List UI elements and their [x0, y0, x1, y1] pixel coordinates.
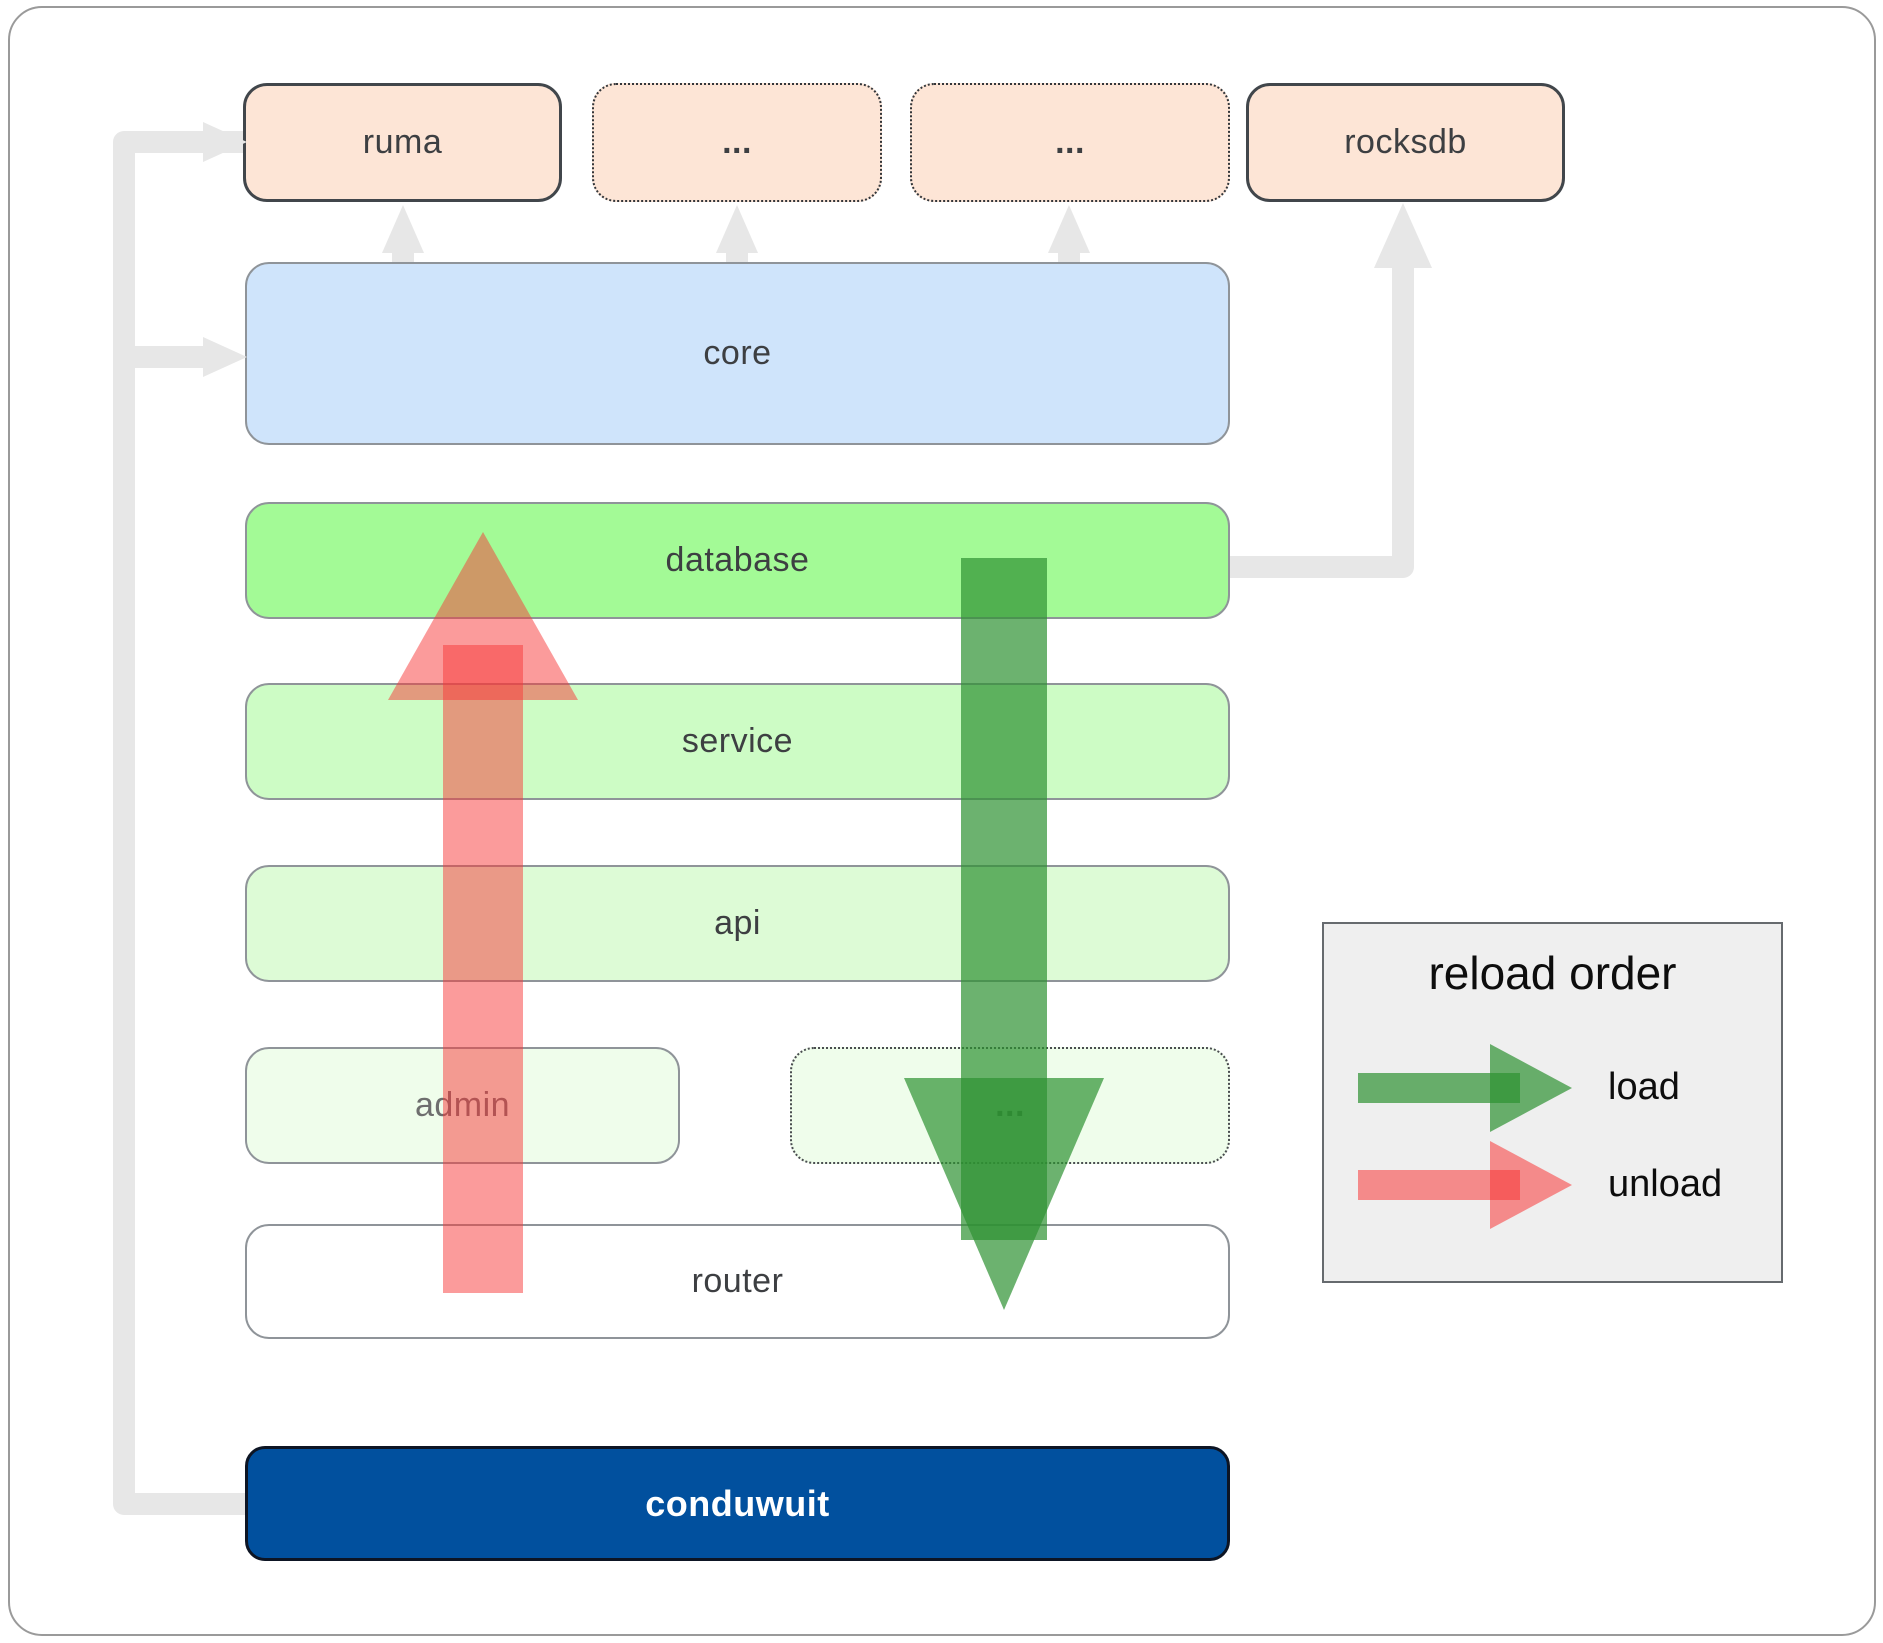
- node-admin: admin: [245, 1047, 680, 1164]
- node-api-label: api: [714, 904, 761, 942]
- legend-load-label: load: [1608, 1066, 1680, 1108]
- node-conduwuit-label: conduwuit: [645, 1482, 830, 1524]
- node-conduwuit: conduwuit: [245, 1446, 1230, 1561]
- node-rocksdb-label: rocksdb: [1344, 123, 1467, 161]
- node-ellipsis-2: ...: [910, 83, 1230, 202]
- node-ellipsis-1: ...: [592, 83, 882, 202]
- node-core-label: core: [703, 334, 772, 372]
- diagram-frame: [8, 6, 1876, 1636]
- node-core: core: [245, 262, 1230, 445]
- node-database-label: database: [665, 541, 810, 579]
- node-api: api: [245, 865, 1230, 982]
- node-ruma: ruma: [243, 83, 562, 202]
- node-ellipsis-2-label: ...: [1055, 123, 1085, 161]
- node-service: service: [245, 683, 1230, 800]
- node-ellipsis-3: ...: [790, 1047, 1230, 1164]
- legend-unload-label: unload: [1608, 1163, 1723, 1205]
- node-router-label: router: [691, 1262, 784, 1300]
- node-database: database: [245, 502, 1230, 619]
- legend-title: reload order: [1428, 947, 1677, 999]
- node-ruma-label: ruma: [362, 123, 443, 161]
- node-ellipsis-1-label: ...: [722, 123, 752, 161]
- node-ellipsis-3-label: ...: [995, 1086, 1025, 1124]
- node-router: router: [245, 1224, 1230, 1339]
- node-rocksdb: rocksdb: [1246, 83, 1565, 202]
- node-service-label: service: [681, 722, 794, 760]
- node-admin-label: admin: [414, 1086, 511, 1124]
